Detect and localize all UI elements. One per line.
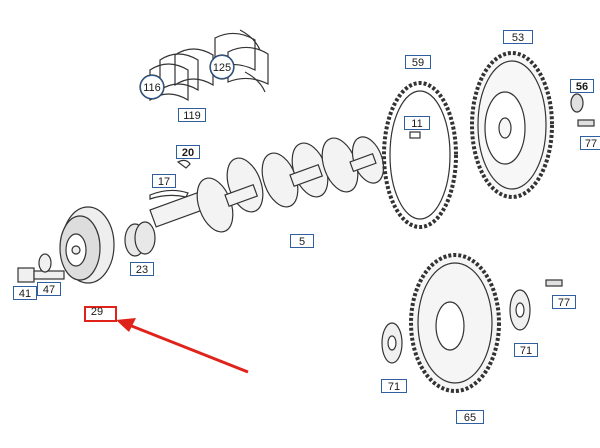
callout-125[interactable]: 125 [210, 55, 234, 79]
pulley-bolt [17, 253, 65, 283]
callout-59[interactable]: 59 [405, 55, 431, 69]
callout-17[interactable]: 17 [152, 174, 176, 188]
callout-41[interactable]: 41 [13, 286, 37, 300]
washers [381, 289, 531, 364]
callout-53[interactable]: 53 [503, 30, 533, 44]
highlight-arrow [116, 318, 249, 374]
callout-116[interactable]: 116 [140, 75, 164, 99]
woodruff-key [149, 189, 189, 200]
callout-29[interactable]: 29 [90, 306, 104, 318]
pilot-bearing [545, 93, 595, 287]
sprocket [124, 221, 156, 257]
callout-77-top[interactable]: 77 [580, 136, 600, 150]
callout-5[interactable]: 5 [290, 234, 314, 248]
ring-gear [382, 81, 458, 229]
callout-56[interactable]: 56 [570, 79, 594, 93]
callout-65[interactable]: 65 [456, 410, 484, 424]
callout-47[interactable]: 47 [37, 282, 61, 296]
callout-77-mid[interactable]: 77 [552, 295, 576, 309]
callout-71-right[interactable]: 71 [514, 343, 538, 357]
crankshaft [149, 136, 385, 233]
callout-11[interactable]: 11 [404, 116, 430, 130]
callout-23[interactable]: 23 [130, 262, 154, 276]
bearing-shells [139, 29, 269, 102]
highlight-box [84, 306, 117, 322]
drive-plate [409, 253, 501, 393]
key-part [176, 159, 191, 169]
callout-119[interactable]: 119 [178, 108, 206, 122]
callout-20[interactable]: 20 [176, 145, 200, 159]
crank-pulley [59, 206, 115, 284]
flywheel [470, 51, 554, 199]
callout-71-left[interactable]: 71 [381, 379, 407, 393]
